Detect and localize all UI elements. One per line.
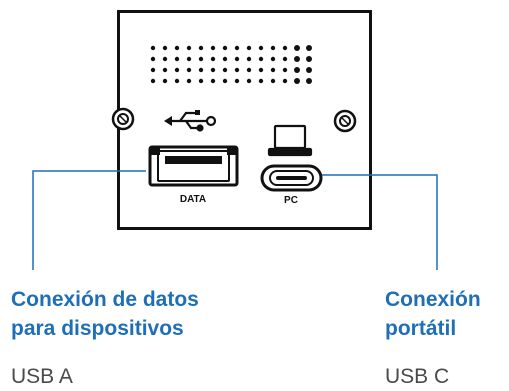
grille-dot	[234, 67, 240, 73]
grille-dot	[186, 67, 192, 73]
grille-dot	[306, 78, 312, 84]
grille-dot	[258, 78, 264, 84]
grille-dot	[198, 56, 204, 62]
callout-right-title-line1: Conexión	[385, 288, 481, 311]
grille-dot	[162, 45, 168, 51]
laptop-icon	[267, 124, 313, 157]
grille-dot	[234, 45, 240, 51]
callout-left-subtitle: USB A	[11, 365, 73, 388]
grille-dot	[186, 78, 192, 84]
grille-dot	[234, 78, 240, 84]
grille-dot	[150, 56, 156, 62]
grille-dot	[294, 45, 300, 51]
grille-dot	[150, 45, 156, 51]
usb-c-port	[260, 164, 323, 192]
grille-dot	[246, 45, 252, 51]
grille-dot	[174, 56, 180, 62]
grille-dot	[174, 67, 180, 73]
grille-dot	[198, 45, 204, 51]
grille-dot	[270, 45, 276, 51]
grille-dot	[162, 56, 168, 62]
grille-dot	[222, 67, 228, 73]
grille-dot	[258, 45, 264, 51]
leader-line-right	[322, 174, 438, 270]
grille-dot	[258, 67, 264, 73]
grille-dot	[186, 45, 192, 51]
grille-dot	[282, 67, 288, 73]
grille-dot	[270, 67, 276, 73]
grille-dot	[246, 78, 252, 84]
grille-dot	[174, 45, 180, 51]
grille-dot	[282, 56, 288, 62]
grille-dot	[294, 78, 300, 84]
grille-dot	[306, 45, 312, 51]
grille-dot	[222, 56, 228, 62]
callout-left-title-line1: Conexión de datos	[11, 288, 199, 311]
screw-icon-left	[111, 107, 135, 131]
usb-c-port-label: PC	[284, 195, 298, 206]
callout-left-title-line2: para dispositivos	[11, 317, 184, 340]
grille-dot	[198, 67, 204, 73]
grille-dot	[210, 56, 216, 62]
grille-dot	[246, 56, 252, 62]
grille-dot	[186, 56, 192, 62]
grille-dot	[222, 78, 228, 84]
callout-right-subtitle: USB C	[385, 365, 450, 388]
grille-dot	[222, 45, 228, 51]
grille-dot	[306, 56, 312, 62]
grille-dot	[210, 45, 216, 51]
grille-dot	[246, 67, 252, 73]
grille-dot	[174, 78, 180, 84]
grille-dot	[258, 56, 264, 62]
usb-a-port-label: DATA	[180, 194, 206, 205]
grille-dot	[198, 78, 204, 84]
grille-dot	[282, 45, 288, 51]
callout-right-title-line2: portátil	[385, 317, 457, 340]
grille-dot	[150, 67, 156, 73]
grille-dot	[306, 67, 312, 73]
usb-icon	[164, 110, 217, 132]
screw-icon-right	[333, 109, 357, 133]
grille-dot	[282, 78, 288, 84]
grille-dot	[294, 56, 300, 62]
speaker-grille	[150, 45, 312, 84]
grille-dot	[294, 67, 300, 73]
connection-panel	[117, 10, 372, 230]
usb-a-port	[148, 145, 239, 187]
grille-dot	[210, 78, 216, 84]
grille-dot	[270, 56, 276, 62]
leader-line-left	[32, 170, 146, 270]
grille-dot	[234, 56, 240, 62]
grille-dot	[150, 78, 156, 84]
grille-dot	[162, 78, 168, 84]
grille-dot	[162, 67, 168, 73]
grille-dot	[210, 67, 216, 73]
grille-dot	[270, 78, 276, 84]
